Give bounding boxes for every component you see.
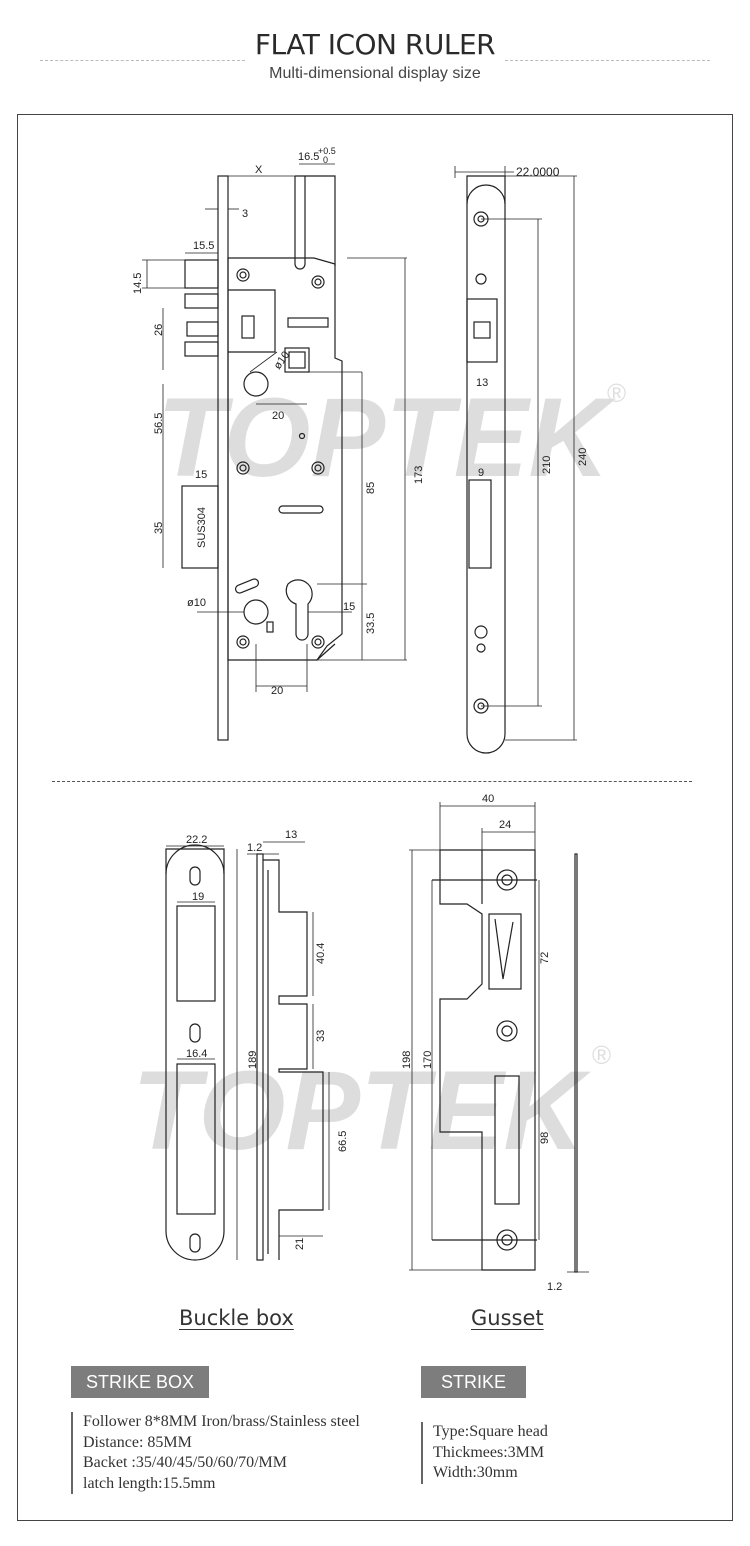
watermark-mark-top: ® xyxy=(607,378,626,408)
dim-21: 21 xyxy=(294,1238,306,1250)
watermark-mark-bottom: ® xyxy=(592,1040,611,1070)
dim-35: 35 xyxy=(153,522,165,534)
dim-15-5: 15.5 xyxy=(193,240,214,252)
dim-24: 24 xyxy=(499,819,511,831)
dim-20-bottom: 20 xyxy=(271,685,283,697)
dim-33: 33 xyxy=(315,1030,327,1042)
dim-14-5: 14.5 xyxy=(132,273,144,294)
strike-box-spec-4: latch length:15.5mm xyxy=(83,1474,216,1492)
technical-drawing: TOPTEK ® TOPTEK ® xyxy=(132,146,626,1293)
dim-189: 189 xyxy=(247,1051,259,1069)
dim-1-2-gusset: 1.2 xyxy=(547,1281,562,1293)
dim-210: 210 xyxy=(541,456,553,474)
title-rule-left xyxy=(40,60,245,61)
dim-98: 98 xyxy=(539,1132,551,1144)
strike-box-specs: Follower 8*8MM Iron/brass/Stainless stee… xyxy=(71,1412,360,1494)
strike-box-spec-3: Backet :35/40/45/50/60/70/MM xyxy=(83,1454,287,1471)
dim-20-top: 20 xyxy=(272,410,284,422)
section-divider xyxy=(52,781,692,782)
dim-240: 240 xyxy=(577,448,589,466)
faceplate-dimensions xyxy=(454,166,577,741)
strike-box-spec-1: Follower 8*8MM Iron/brass/Stainless stee… xyxy=(83,1413,360,1430)
dim-85: 85 xyxy=(365,482,377,494)
gusset-drawing xyxy=(432,849,578,1273)
dim-15-latch: 15 xyxy=(195,469,207,481)
strike-box-spec-2: Distance: 85MM xyxy=(83,1433,192,1451)
gusset-caption: Gusset xyxy=(471,1306,544,1330)
dim-16-5: 16.5 xyxy=(298,151,319,163)
gusset-dim-labels: 40 24 72 198 170 98 1.2 xyxy=(401,793,562,1293)
header: FLAT ICON RULER Multi-dimensional displa… xyxy=(0,0,750,100)
dim-33-5: 33.5 xyxy=(365,613,377,634)
strike-tag: STRIKE xyxy=(421,1366,526,1398)
dim-72: 72 xyxy=(539,952,551,964)
dim-40-4: 40.4 xyxy=(315,943,327,964)
buckle-box-dimensions xyxy=(166,841,330,1260)
dim-3: 3 xyxy=(242,208,248,220)
strike-spec-3: Width:30mm xyxy=(433,1464,518,1481)
title-rule-right xyxy=(505,60,710,61)
watermark-text-bottom: TOPTEK xyxy=(132,1048,591,1173)
strike-box-tag: STRIKE BOX xyxy=(71,1366,209,1398)
dim-16-4: 16.4 xyxy=(186,1048,207,1060)
faceplate-dim-labels: 22.0000 13 9 210 240 xyxy=(476,165,589,479)
dim-40: 40 xyxy=(482,793,494,805)
dim-26: 26 xyxy=(153,324,165,336)
dim-170: 170 xyxy=(422,1051,434,1069)
lock-body-drawing xyxy=(181,175,343,741)
dim-15-cyl: 15 xyxy=(343,601,355,613)
lock-body-dimensions xyxy=(142,163,407,692)
gusset-dimensions xyxy=(409,802,589,1273)
dim-1-2-buckle: 1.2 xyxy=(247,842,262,854)
watermark-top: TOPTEK ® xyxy=(157,375,626,500)
dim-phi10-bottom: ø10 xyxy=(187,597,206,609)
dim-66-5: 66.5 xyxy=(337,1131,349,1152)
dim-13-buckle: 13 xyxy=(285,829,297,841)
strike-spec-2: Thickmees:3MM xyxy=(433,1443,545,1461)
faceplate-drawing xyxy=(466,175,506,754)
dim-sus304: SUS304 xyxy=(196,507,208,548)
strike-specs: Type:Square head Thickmees:3MM Width:30m… xyxy=(421,1422,548,1484)
dim-x: X xyxy=(255,164,263,176)
page-title: FLAT ICON RULER xyxy=(254,28,496,61)
dim-19: 19 xyxy=(192,891,204,903)
buckle-box-caption: Buckle box xyxy=(179,1306,294,1330)
dim-198: 198 xyxy=(401,1051,413,1069)
page-subtitle: Multi-dimensional display size xyxy=(269,65,481,82)
dim-56-5: 56.5 xyxy=(153,413,165,434)
dim-173: 173 xyxy=(413,466,425,484)
buckle-box-dim-labels: 22.2 19 16.4 189 1.2 13 40.4 33 66.5 21 xyxy=(186,829,349,1250)
watermark-bottom: TOPTEK ® xyxy=(132,1040,611,1173)
dim-tol-zero: 0 xyxy=(323,155,328,165)
dim-22-0000: 22.0000 xyxy=(516,165,560,179)
dim-22-2: 22.2 xyxy=(186,834,207,846)
buckle-box-front-drawing xyxy=(165,844,225,1261)
strike-spec-1: Type:Square head xyxy=(433,1423,548,1440)
dim-9-face: 9 xyxy=(478,467,484,479)
diagram-frame xyxy=(17,114,733,1521)
watermark-text-top: TOPTEK xyxy=(157,375,616,500)
dim-tol-plus: +0.5 xyxy=(318,146,336,156)
dim-13-face: 13 xyxy=(476,377,488,389)
